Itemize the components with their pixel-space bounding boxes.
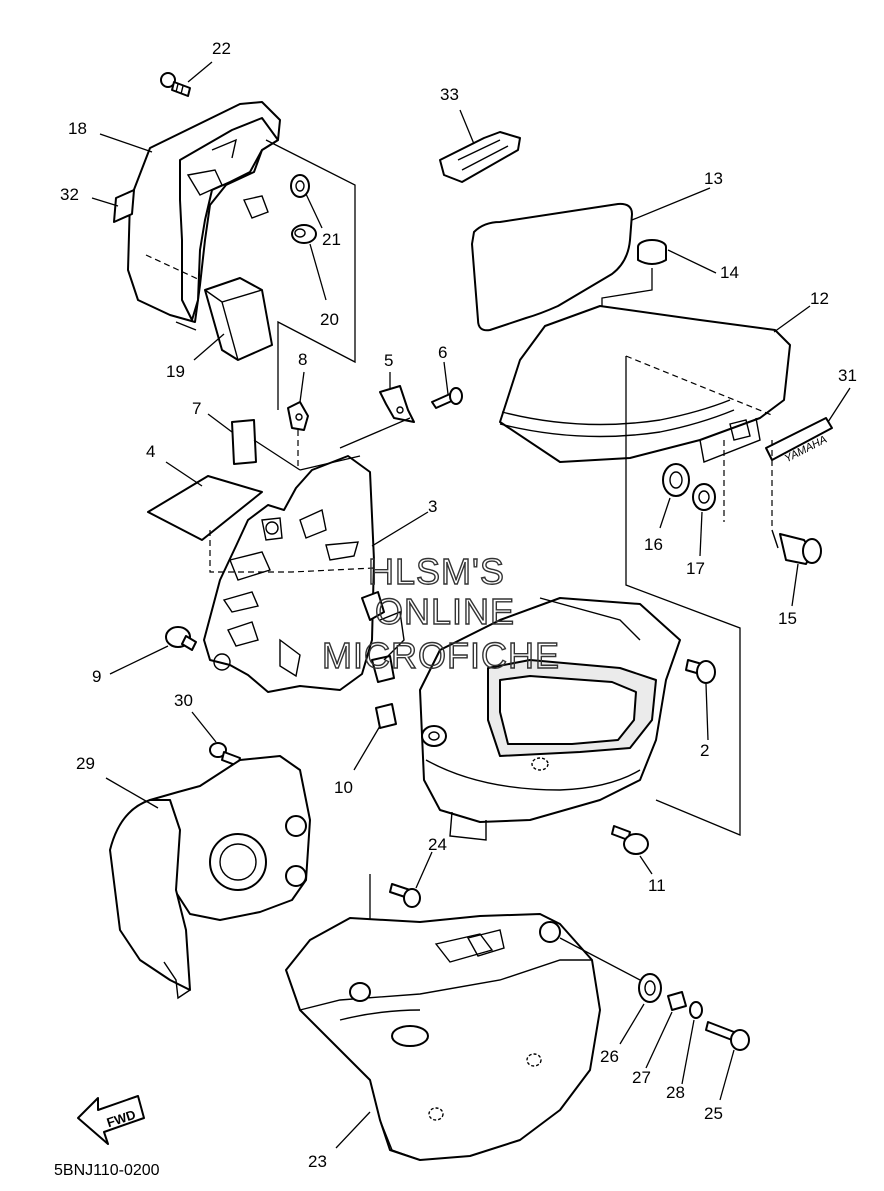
part-3-bracket: [203, 455, 375, 693]
part-5-bracket: [379, 385, 415, 423]
callout-4: 4: [146, 442, 155, 461]
watermark-line-2: ONLINE: [375, 591, 515, 632]
part-22-screw: [160, 72, 191, 97]
callout-24: 24: [428, 835, 447, 854]
callout-8: 8: [298, 350, 307, 369]
part-20-grommet: [291, 224, 317, 244]
callout-14: 14: [720, 263, 739, 282]
callout-7: 7: [192, 399, 201, 418]
part-8-clip: [287, 401, 309, 431]
callout-27: 27: [632, 1068, 651, 1087]
part-19-sponge: [204, 277, 273, 361]
part-9-bolt: [165, 626, 197, 651]
callout-13: 13: [704, 169, 723, 188]
part-17-collar: [692, 483, 716, 511]
part-28-washer: [689, 1001, 703, 1019]
callout-19: 19: [166, 362, 185, 381]
part-27-collar: [667, 991, 687, 1011]
watermark: HLSM'S ONLINE MICROFICHE: [321, 550, 560, 676]
part-16-grommet: [662, 463, 690, 497]
callout-10: 10: [334, 778, 353, 797]
part-18-cover: [127, 101, 281, 331]
part-10-clip: [361, 591, 405, 729]
callout-15: 15: [778, 609, 797, 628]
part-14-grommet: [637, 239, 667, 265]
callout-21: 21: [322, 230, 341, 249]
callout-26: 26: [600, 1047, 619, 1066]
part-23-cover: [285, 913, 601, 1161]
callout-22: 22: [212, 39, 231, 58]
callout-25: 25: [704, 1104, 723, 1123]
watermark-line-3: MICROFICHE: [322, 635, 560, 676]
part-2-bolt: [685, 659, 716, 684]
part-31-emblem: YAMAHA: [765, 417, 833, 465]
callout-30: 30: [174, 691, 193, 710]
callout-29: 29: [76, 754, 95, 773]
part-11-bolt: [611, 825, 649, 855]
part-25-bolt: [705, 1021, 750, 1051]
watermark-line-1: HLSM'S: [368, 551, 505, 592]
callout-6: 6: [438, 343, 447, 362]
part-24-screw: [389, 883, 421, 908]
callout-17: 17: [686, 559, 705, 578]
callout-31: 31: [838, 366, 857, 385]
callout-2: 2: [700, 741, 709, 760]
part-26-grommet: [638, 973, 662, 1003]
callout-23: 23: [308, 1152, 327, 1171]
callout-20: 20: [320, 310, 339, 329]
part-4-sheet: [147, 475, 263, 541]
part-15-screw: [771, 529, 822, 565]
callout-12: 12: [810, 289, 829, 308]
part-12-side-cover: [499, 305, 791, 463]
callout-3: 3: [428, 497, 437, 516]
callout-32: 32: [60, 185, 79, 204]
fwd-arrow-icon: FWD: [77, 1095, 145, 1145]
callout-11: 11: [648, 876, 666, 895]
callout-33: 33: [440, 85, 459, 104]
diagram-code: 5BNJ110-0200: [54, 1162, 160, 1179]
part-30-screw: [209, 742, 241, 767]
leader-lines: [91, 61, 851, 1149]
part-29-cover: [109, 755, 311, 1000]
callout-18: 18: [68, 119, 87, 138]
part-32-tape: [113, 189, 135, 223]
part-13-panel: [471, 202, 633, 332]
part-6-bolt: [431, 387, 463, 409]
air-filter-case: [419, 597, 681, 841]
part-33-seal: [439, 131, 521, 183]
callout-16: 16: [644, 535, 663, 554]
callout-labels: 22 18 32 21 20 19 33 13 14 12 31 8 5 6 7…: [60, 39, 857, 1171]
callout-5: 5: [384, 351, 393, 370]
part-21-grommet: [290, 174, 310, 198]
callout-9: 9: [92, 667, 101, 686]
part-7-pad: [231, 419, 257, 465]
callout-28: 28: [666, 1083, 685, 1102]
